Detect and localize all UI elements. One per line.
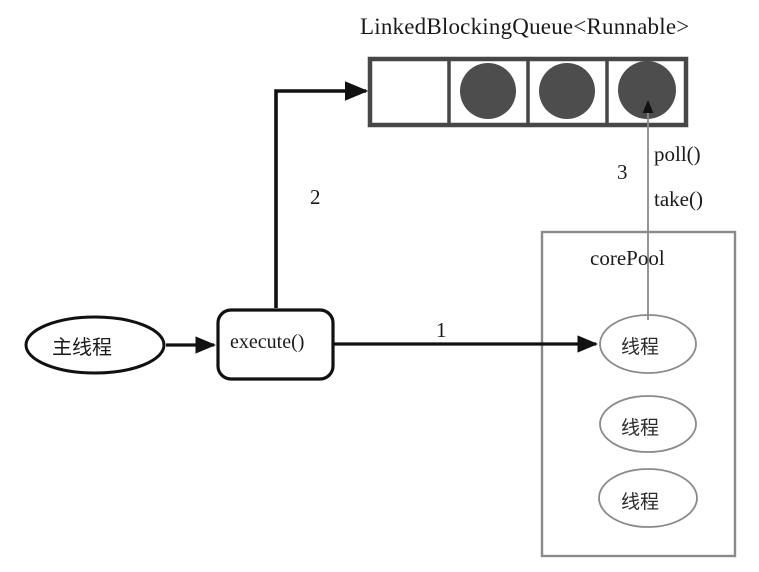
edge-label-3: 3 [617, 160, 628, 184]
queue-task-circle-1 [460, 63, 516, 119]
queue-task-circle-3 [618, 61, 676, 119]
poll-method-label: poll() [654, 142, 701, 166]
thread-label-2: 线程 [621, 491, 660, 513]
thread-label-0: 线程 [621, 336, 660, 358]
execute-node-label: execute() [230, 331, 305, 353]
queue-task-circle-2 [539, 63, 595, 119]
thread-label-1: 线程 [621, 417, 660, 439]
edge-label-2: 2 [310, 185, 321, 209]
execute-node-box[interactable] [216, 308, 335, 381]
thread-ellipse-2[interactable] [598, 468, 698, 528]
core-pool-label: corePool [590, 246, 665, 270]
core-pool-border [540, 230, 737, 558]
edge-label-1: 1 [436, 318, 447, 342]
core-pool-box [540, 230, 737, 558]
thread-ellipses [598, 314, 698, 528]
main-thread-ellipse[interactable] [24, 315, 166, 375]
thread-ellipse-1[interactable] [599, 395, 697, 453]
queue-box [367, 56, 689, 128]
main-thread-label: 主线程 [52, 335, 112, 359]
arrow-edge-2-execute-to-queue [274, 81, 369, 308]
queue-title-label: LinkedBlockingQueue<Runnable> [360, 14, 690, 39]
take-method-label: take() [654, 187, 703, 211]
